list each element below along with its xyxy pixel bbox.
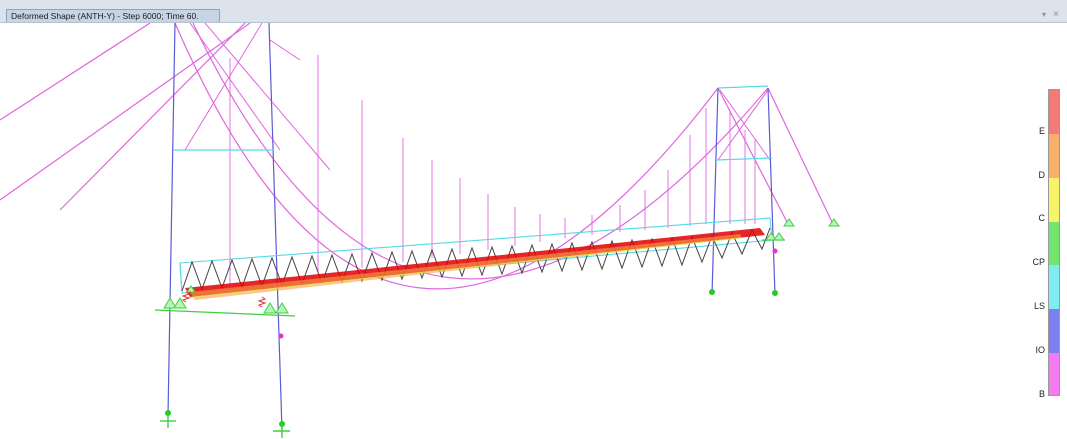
hangers [229,55,756,285]
window-menu-icon[interactable]: ▾ [1042,10,1047,19]
deck-support-lines [154,239,785,317]
document-tab-bar: Deformed Shape (ANTH-Y) - Step 6000; Tim… [0,0,1067,23]
legend-band-ls [1049,265,1059,310]
legend-label-d: D [1038,170,1046,180]
foundation-crosses [160,414,290,438]
tower-cross-beams [174,85,773,161]
tower-right [711,87,776,296]
stay-cables [184,23,771,171]
plastic-hinge-band [184,228,765,300]
legend-band-e [1049,90,1059,134]
support-markers [163,218,840,314]
legend-label-cp: CP [1032,257,1045,267]
hinge-markers [278,248,778,339]
legend-band-cp [1049,221,1059,266]
spring-markers [181,291,267,308]
legend-band-d [1049,133,1059,178]
foundation-nodes [165,289,778,427]
close-icon[interactable]: × [1053,9,1059,20]
main-cables [0,23,833,290]
legend-label-io: IO [1035,345,1045,355]
model-viewport[interactable] [0,23,1067,439]
performance-level-legend [1048,89,1060,396]
legend-label-ls: LS [1033,301,1045,311]
legend-label-b: B [1038,389,1045,399]
legend-label-e: E [1038,126,1045,136]
tower-left-front [167,23,283,431]
legend-label-c: C [1038,213,1046,223]
legend-band-io [1049,309,1059,354]
tab-deformed-shape[interactable]: Deformed Shape (ANTH-Y) - Step 6000; Tim… [6,9,220,22]
legend-band-b [1049,353,1059,395]
legend-band-c [1049,177,1059,222]
